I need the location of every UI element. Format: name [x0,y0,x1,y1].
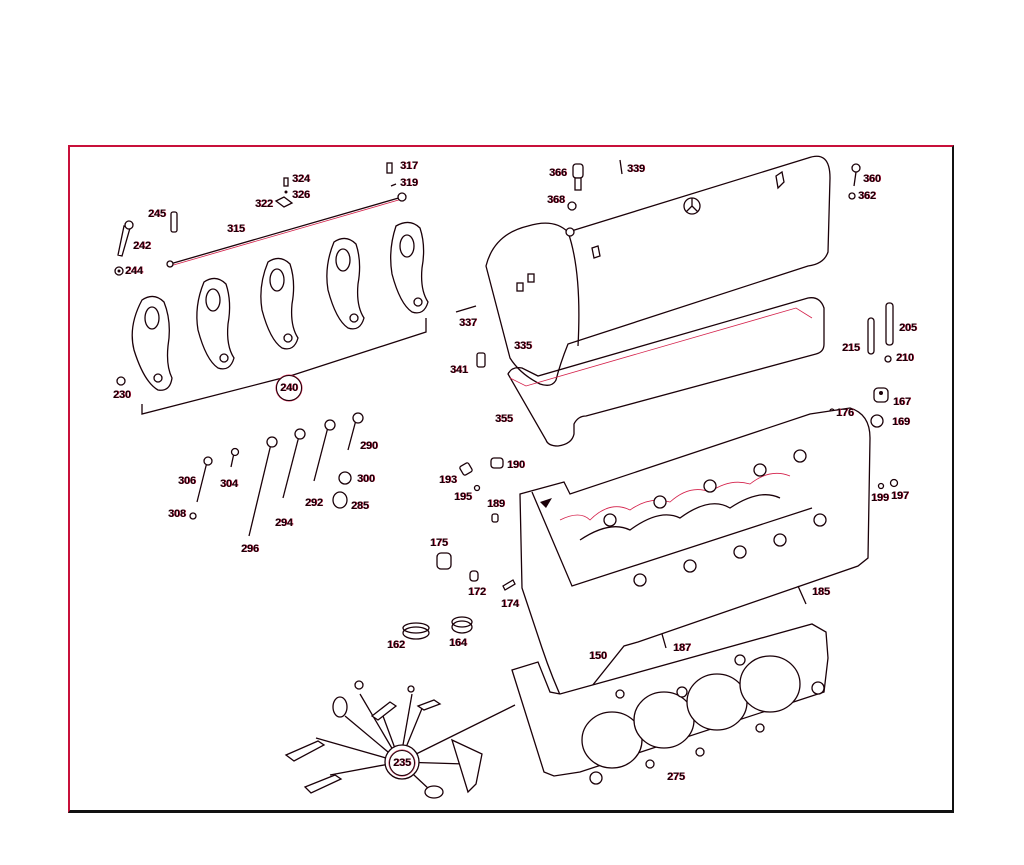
label-193: 193 [439,474,457,486]
label-164: 164 [449,637,467,649]
label-300: 300 [357,473,375,485]
label-339: 339 [627,163,645,175]
label-315: 315 [227,223,245,235]
label-230: 230 [113,389,131,401]
label-366: 366 [549,167,567,179]
label-205: 205 [899,322,917,334]
label-176: 176 [836,407,854,419]
label-362: 362 [858,190,876,202]
label-195: 195 [454,491,472,503]
label-285: 285 [351,500,369,512]
small-parts-mid [402,457,516,640]
cylinder-head-150 [519,407,871,709]
label-242: 242 [133,240,151,252]
label-317: 317 [400,160,418,172]
label-169: 169 [892,416,910,428]
label-324: 324 [292,173,310,185]
label-244: 244 [125,265,143,277]
label-296: 296 [241,543,259,555]
label-337: 337 [459,317,477,329]
head-bolts [189,412,364,537]
label-240: 240 [276,375,302,401]
label-292: 292 [305,497,323,509]
label-306: 306 [178,475,196,487]
valve-cover-335 [485,155,831,386]
label-304: 304 [220,478,238,490]
label-319: 319 [400,177,418,189]
label-215: 215 [842,342,860,354]
label-174: 174 [501,598,519,610]
valve-cover-gasket-355 [507,297,825,447]
label-197: 197 [891,490,909,502]
label-185: 185 [812,586,830,598]
label-175: 175 [430,537,448,549]
label-275: 275 [667,771,685,783]
label-190: 190 [507,459,525,471]
label-308: 308 [168,508,186,520]
label-162: 162 [387,639,405,651]
gasket-set-235 [284,680,516,799]
label-341: 341 [450,364,468,376]
label-189: 189 [487,498,505,510]
label-368: 368 [547,194,565,206]
label-187: 187 [673,642,691,654]
small-fasteners-top [114,162,397,386]
label-294: 294 [275,517,293,529]
label-245: 245 [148,208,166,220]
rocker-shaft-315 [166,192,407,268]
label-322: 322 [255,198,273,210]
label-290: 290 [360,440,378,452]
label-235: 235 [389,750,415,776]
label-150: 150 [589,650,607,662]
label-360: 360 [863,173,881,185]
label-335: 335 [514,340,532,352]
label-210: 210 [896,352,914,364]
label-355: 355 [495,413,513,425]
label-167: 167 [893,396,911,408]
head-gasket-275 [511,623,829,785]
label-326: 326 [292,189,310,201]
diagram-frame [68,145,954,813]
label-172: 172 [468,586,486,598]
label-199: 199 [871,492,889,504]
